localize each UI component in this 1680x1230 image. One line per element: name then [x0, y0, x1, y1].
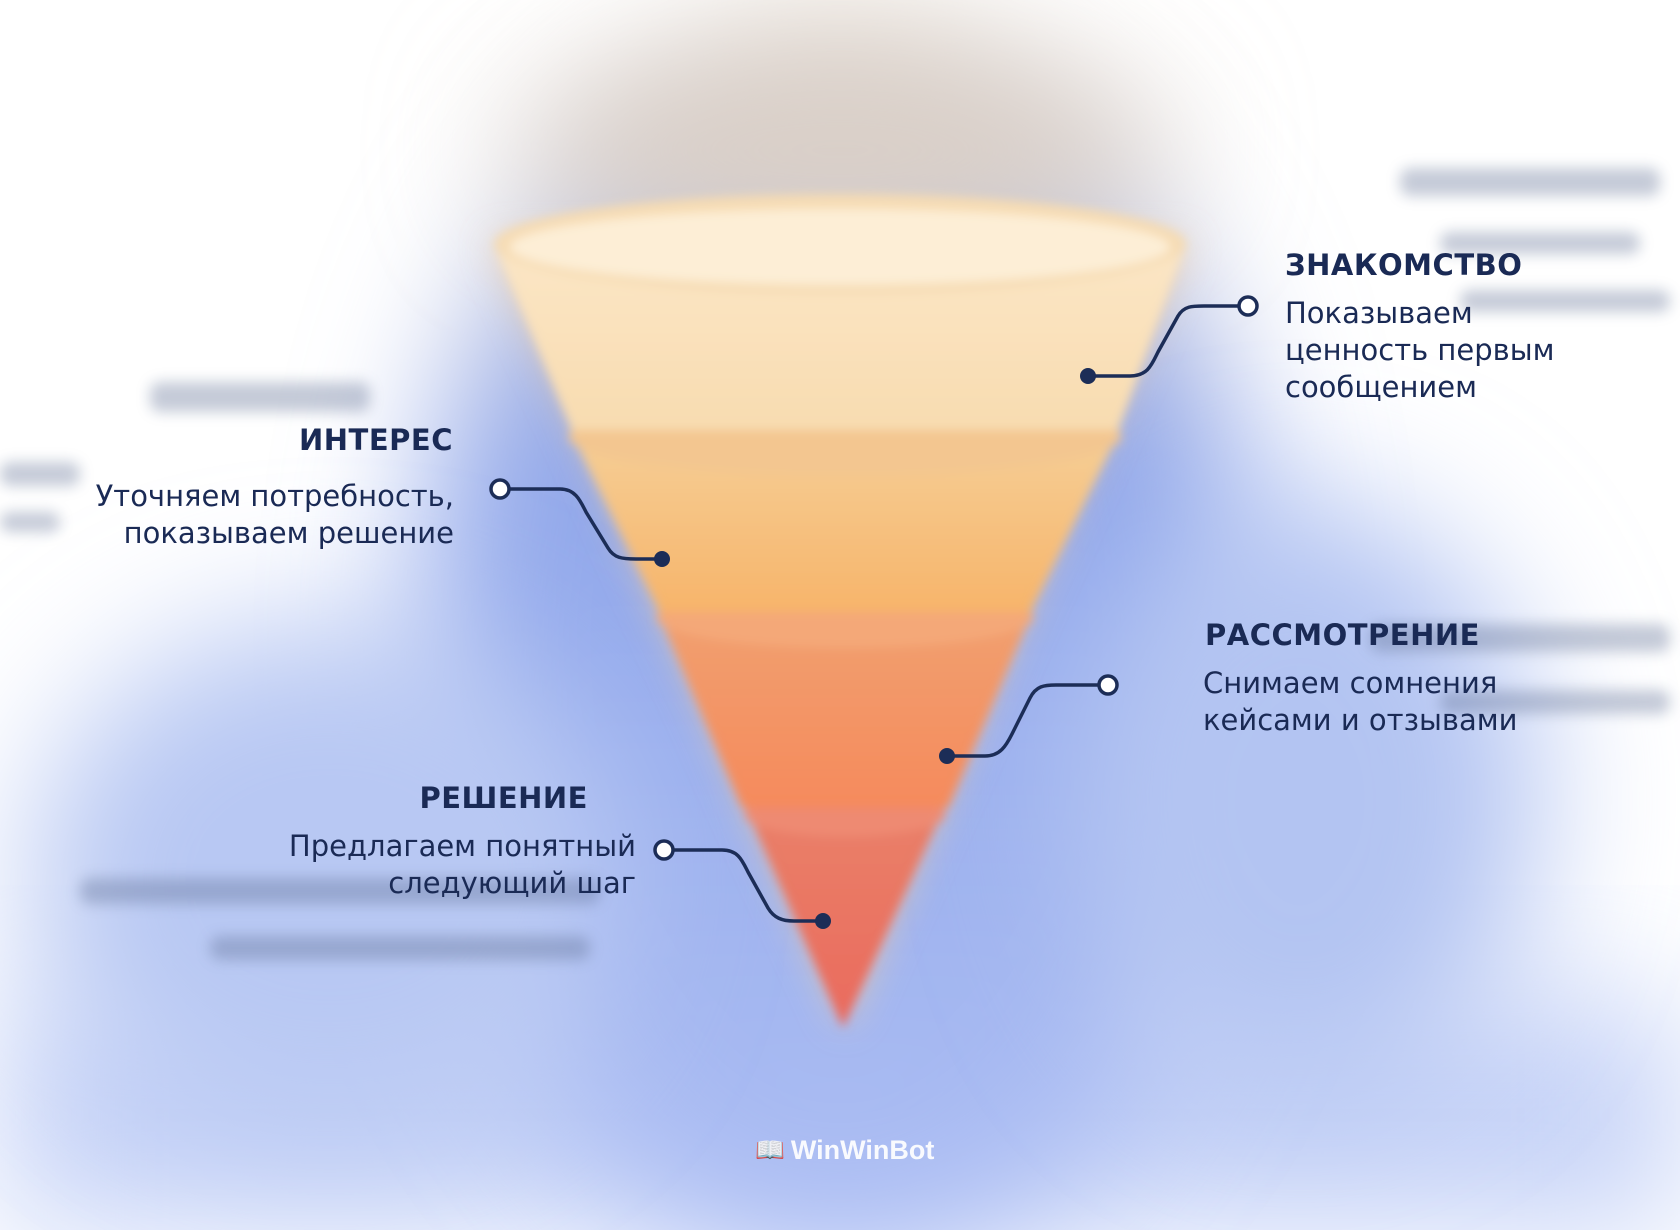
connector-4-end: [653, 839, 675, 861]
funnel-stage-2: [570, 430, 1120, 612]
stage-3-title: РАССМОТРЕНИЕ: [1205, 618, 1480, 652]
book-icon: 📖: [755, 1137, 785, 1164]
connector-3-end: [1097, 674, 1119, 696]
connector-1-anchor: [1080, 368, 1096, 384]
stage-2-line-1: Уточняем потребность,: [95, 479, 454, 513]
stage-2-description: Уточняем потребность, показываем решение: [96, 478, 454, 552]
connector-1: [1080, 295, 1259, 384]
connector-4: [653, 839, 831, 929]
stage-1-title: ЗНАКОМСТВО: [1285, 248, 1523, 282]
stage-3-line-2: кейсами и отзывами: [1203, 703, 1518, 737]
connector-3: [939, 674, 1119, 764]
stage-1-line-3: сообщением: [1285, 370, 1477, 404]
stage-2-line-2: показываем решение: [123, 516, 454, 550]
blurred-background-texts: [0, 168, 1670, 960]
stage-4-description: Предлагаем понятный следующий шаг: [289, 828, 636, 902]
stage-4-line-2: следующий шаг: [388, 866, 636, 900]
connector-2-anchor: [654, 551, 670, 567]
brand-watermark: 📖 WinWinBot: [755, 1135, 934, 1166]
funnel-stage-3: [658, 612, 1032, 808]
connector-4-anchor: [815, 913, 831, 929]
funnel: [494, 194, 1186, 1028]
brand-name: WinWinBot: [790, 1135, 935, 1165]
connector-3-anchor: [939, 748, 955, 764]
stage-1-description: Показываем ценность первым сообщением: [1285, 295, 1554, 406]
stage-1-line-2: ценность первым: [1285, 333, 1555, 367]
connectors: [489, 295, 1259, 929]
connector-2-end: [489, 478, 511, 500]
funnel-stage-4: [746, 808, 944, 1028]
connector-1-end: [1237, 295, 1259, 317]
connector-2: [489, 478, 670, 567]
stage-2-title: ИНТЕРЕС: [299, 423, 453, 457]
stage-4-line-1: Предлагаем понятный: [288, 829, 636, 863]
stage-3-description: Снимаем сомнения кейсами и отзывами: [1203, 665, 1517, 739]
stage-1-line-1: Показываем: [1285, 296, 1473, 330]
stage-4-title: РЕШЕНИЕ: [419, 781, 588, 815]
funnel-stage-1: [494, 244, 1186, 430]
stage-3-line-1: Снимаем сомнения: [1203, 666, 1498, 700]
funnel-stage-1-rim-inner: [510, 209, 1170, 285]
